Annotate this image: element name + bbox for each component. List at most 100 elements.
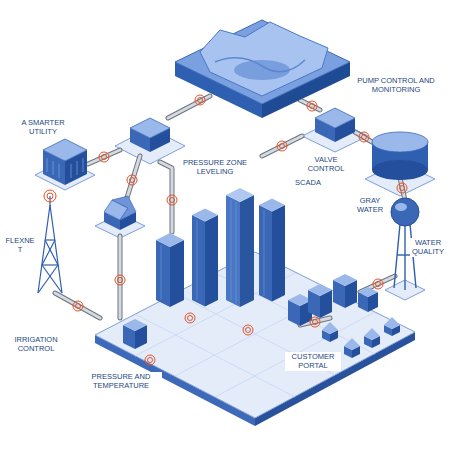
pipe (262, 136, 302, 156)
callout-label: GRAY WATER (352, 196, 388, 215)
radio-tower (50, 205, 62, 293)
signal-ring (246, 328, 251, 333)
skyscraper (226, 188, 254, 202)
utility-building (53, 161, 54, 175)
pipe (355, 132, 372, 142)
skyscraper (240, 195, 254, 307)
skyscraper (236, 202, 237, 303)
pipe (262, 136, 302, 156)
skyscraper (197, 220, 198, 300)
pipe (300, 100, 320, 110)
pump-building (130, 118, 170, 138)
signal-ring (44, 190, 56, 202)
signal-ring (373, 279, 383, 289)
skyscraper (161, 200, 264, 303)
pipe (55, 96, 405, 325)
radio-tower (42, 264, 58, 265)
small-house (364, 328, 380, 340)
signal-ring (148, 358, 153, 363)
house (112, 196, 136, 220)
callout-label: VALVE CONTROL (305, 155, 347, 174)
signal-ring (400, 186, 405, 191)
signal-ring (76, 304, 81, 309)
signal-ring (359, 132, 369, 142)
water-tower (391, 198, 419, 226)
city-platform (95, 252, 415, 426)
callout-label: FLEXNET (3, 236, 37, 255)
pump-building (130, 108, 355, 152)
pipe (55, 96, 405, 325)
callout-label: PRESSURE ZONE LEVELING (180, 158, 250, 177)
utility-building (47, 158, 83, 178)
callout-label: IRRIGATION CONTROL (5, 335, 67, 354)
signal-ring (310, 104, 315, 109)
water-tower (404, 224, 405, 290)
radio-tower (38, 265, 58, 293)
skyscraper (156, 188, 285, 307)
callout-label: WATER QUALITY (410, 238, 446, 257)
signal-ring (280, 144, 285, 149)
pipe (88, 150, 120, 164)
signal-ring (362, 135, 367, 140)
reservoir (234, 60, 290, 80)
small-house (344, 338, 360, 350)
signal-ring (118, 278, 123, 283)
pipe (118, 236, 123, 318)
signal-ring (47, 193, 53, 199)
radio-tower (42, 265, 62, 293)
pipe (55, 96, 405, 325)
skyscraper (264, 210, 265, 296)
callout-label: SCADA (292, 178, 324, 189)
low-building (308, 284, 332, 296)
signal-ring (376, 282, 381, 287)
radio-tower (38, 196, 62, 293)
callout-label: PUMP CONTROL AND MONITORING (352, 76, 440, 95)
signal-ring (170, 198, 175, 203)
skyscraper (156, 240, 170, 307)
radio-tower (45, 240, 58, 265)
signal-ring (195, 95, 205, 105)
utility-building (59, 164, 60, 178)
pipe (160, 162, 172, 232)
signal-ring (307, 101, 317, 111)
pipe (55, 293, 100, 318)
signal-ring (397, 183, 407, 193)
utility-building (77, 161, 78, 175)
pipe (400, 178, 405, 200)
city-platform (95, 252, 415, 418)
pipe (160, 162, 172, 232)
radio-tower (38, 205, 50, 293)
skyscraper (259, 199, 285, 212)
skyscraper (161, 245, 162, 300)
utility-building (83, 158, 84, 172)
signal-ring (115, 275, 125, 285)
radio-tower (49, 196, 50, 205)
city-platform (215, 312, 375, 397)
signal-ring (99, 152, 109, 162)
small-house (384, 317, 400, 329)
low-building (333, 274, 357, 286)
skyscraper (156, 233, 184, 247)
pipe (355, 132, 372, 142)
signal-ring (277, 141, 287, 151)
skyscraper (272, 205, 285, 302)
signal-ring (102, 155, 107, 160)
small-house (322, 322, 338, 334)
callout-label: CUSTOMER PORTAL (285, 352, 341, 371)
signal-ring (145, 355, 155, 365)
signal-ring (127, 175, 137, 185)
signal-ring (310, 317, 320, 327)
pipe (168, 96, 210, 118)
skyscraper (192, 209, 218, 222)
storage-tank (372, 160, 428, 180)
skyscraper (259, 205, 272, 302)
water-tower (395, 203, 407, 211)
skyscraper (192, 215, 205, 307)
callout-label: A SMARTER UTILITY (12, 118, 74, 137)
pipe (168, 96, 210, 118)
pipe (119, 236, 122, 318)
signal-ring (313, 320, 318, 325)
skyscraper (205, 215, 218, 307)
pump-building (315, 108, 355, 128)
